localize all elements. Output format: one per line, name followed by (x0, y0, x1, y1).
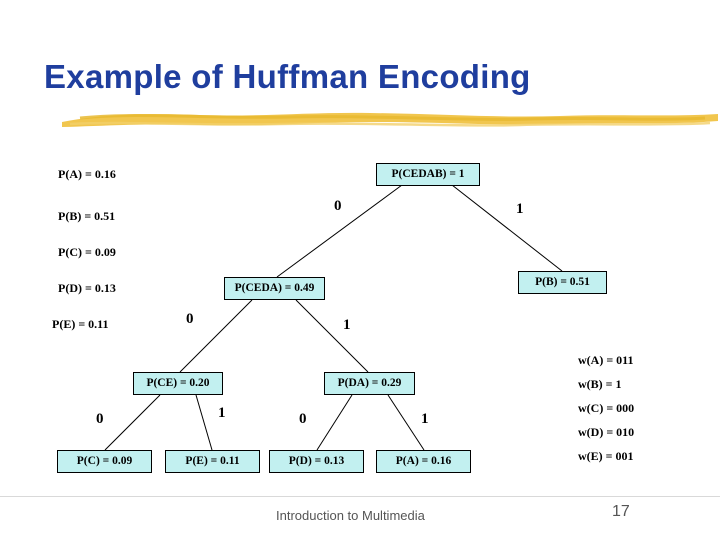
codeword-item-c: w(C) = 000 (578, 401, 635, 415)
page-number: 17 (612, 503, 630, 520)
codeword-item-d: w(D) = 010 (578, 425, 635, 439)
edge-label-ce-left: 0 (96, 411, 104, 427)
probability-item-d: P(D) = 0.13 (58, 281, 116, 295)
codeword-item-a: w(A) = 011 (578, 353, 634, 367)
codeword-item-b: w(B) = 1 (578, 377, 622, 391)
edge-root-b (451, 184, 563, 272)
codeword-item-e: w(E) = 001 (578, 449, 634, 463)
edge-label-da-right: 1 (421, 411, 429, 427)
tree-node-ceda[interactable]: P(CEDA) = 0.49 (224, 277, 325, 300)
edge-label-da-left: 0 (299, 411, 307, 427)
edge-label-ceda-right: 1 (343, 317, 351, 333)
probability-item-b: P(B) = 0.51 (58, 209, 116, 223)
tree-node-root[interactable]: P(CEDAB) = 1 (376, 163, 480, 186)
tree-node-e[interactable]: P(E) = 0.11 (165, 450, 260, 473)
edge-ceda-da (295, 299, 369, 373)
edge-label-ce-right: 1 (218, 405, 226, 421)
probability-item-c: P(C) = 0.09 (58, 245, 116, 259)
edge-ce-e (195, 394, 213, 451)
probability-item-e: P(E) = 0.11 (52, 317, 109, 331)
tree-node-d[interactable]: P(D) = 0.13 (269, 450, 364, 473)
edge-label-ceda-left: 0 (186, 311, 194, 327)
tree-node-ce[interactable]: P(CE) = 0.20 (133, 372, 223, 395)
probability-item-a: P(A) = 0.16 (58, 167, 116, 181)
tree-node-da[interactable]: P(DA) = 0.29 (324, 372, 415, 395)
edge-ce-c (104, 394, 161, 451)
edge-da-a (387, 394, 425, 451)
edge-da-d (316, 394, 353, 451)
tree-node-b[interactable]: P(B) = 0.51 (518, 271, 607, 294)
tree-node-c[interactable]: P(C) = 0.09 (57, 450, 152, 473)
edge-label-root-left: 0 (334, 198, 342, 214)
footer-label: Introduction to Multimedia (276, 508, 425, 523)
footer-divider (0, 496, 720, 497)
edge-label-root-right: 1 (516, 201, 524, 217)
page-title: Example of Huffman Encoding (44, 58, 531, 95)
title-underline-brush (62, 112, 718, 127)
tree-node-a[interactable]: P(A) = 0.16 (376, 450, 471, 473)
